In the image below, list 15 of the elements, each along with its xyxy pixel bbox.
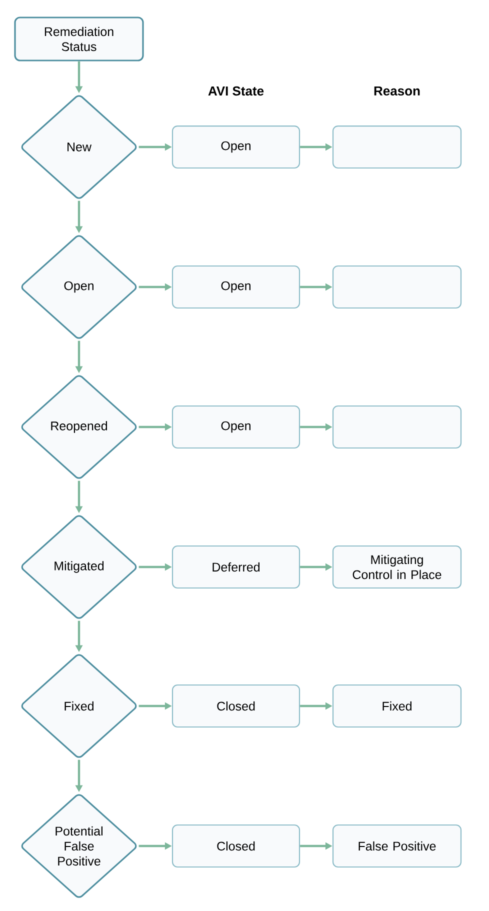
process-box: Closed — [172, 824, 300, 868]
process-box: Open — [172, 265, 300, 309]
process-box: Deferred — [172, 545, 300, 589]
process-box: False Positive — [332, 824, 462, 868]
process-box: Mitigating Control in Place — [332, 545, 462, 589]
empty-box — [332, 265, 462, 309]
process-box: Open — [172, 405, 300, 449]
column-header: Reason — [374, 86, 420, 96]
process-box: Remediation Status — [14, 16, 144, 62]
process-box: Open — [172, 125, 300, 169]
empty-box — [332, 125, 462, 169]
empty-box — [332, 405, 462, 449]
process-box: Fixed — [332, 684, 462, 728]
process-box: Closed — [172, 684, 300, 728]
column-header: AVI State — [208, 86, 264, 96]
